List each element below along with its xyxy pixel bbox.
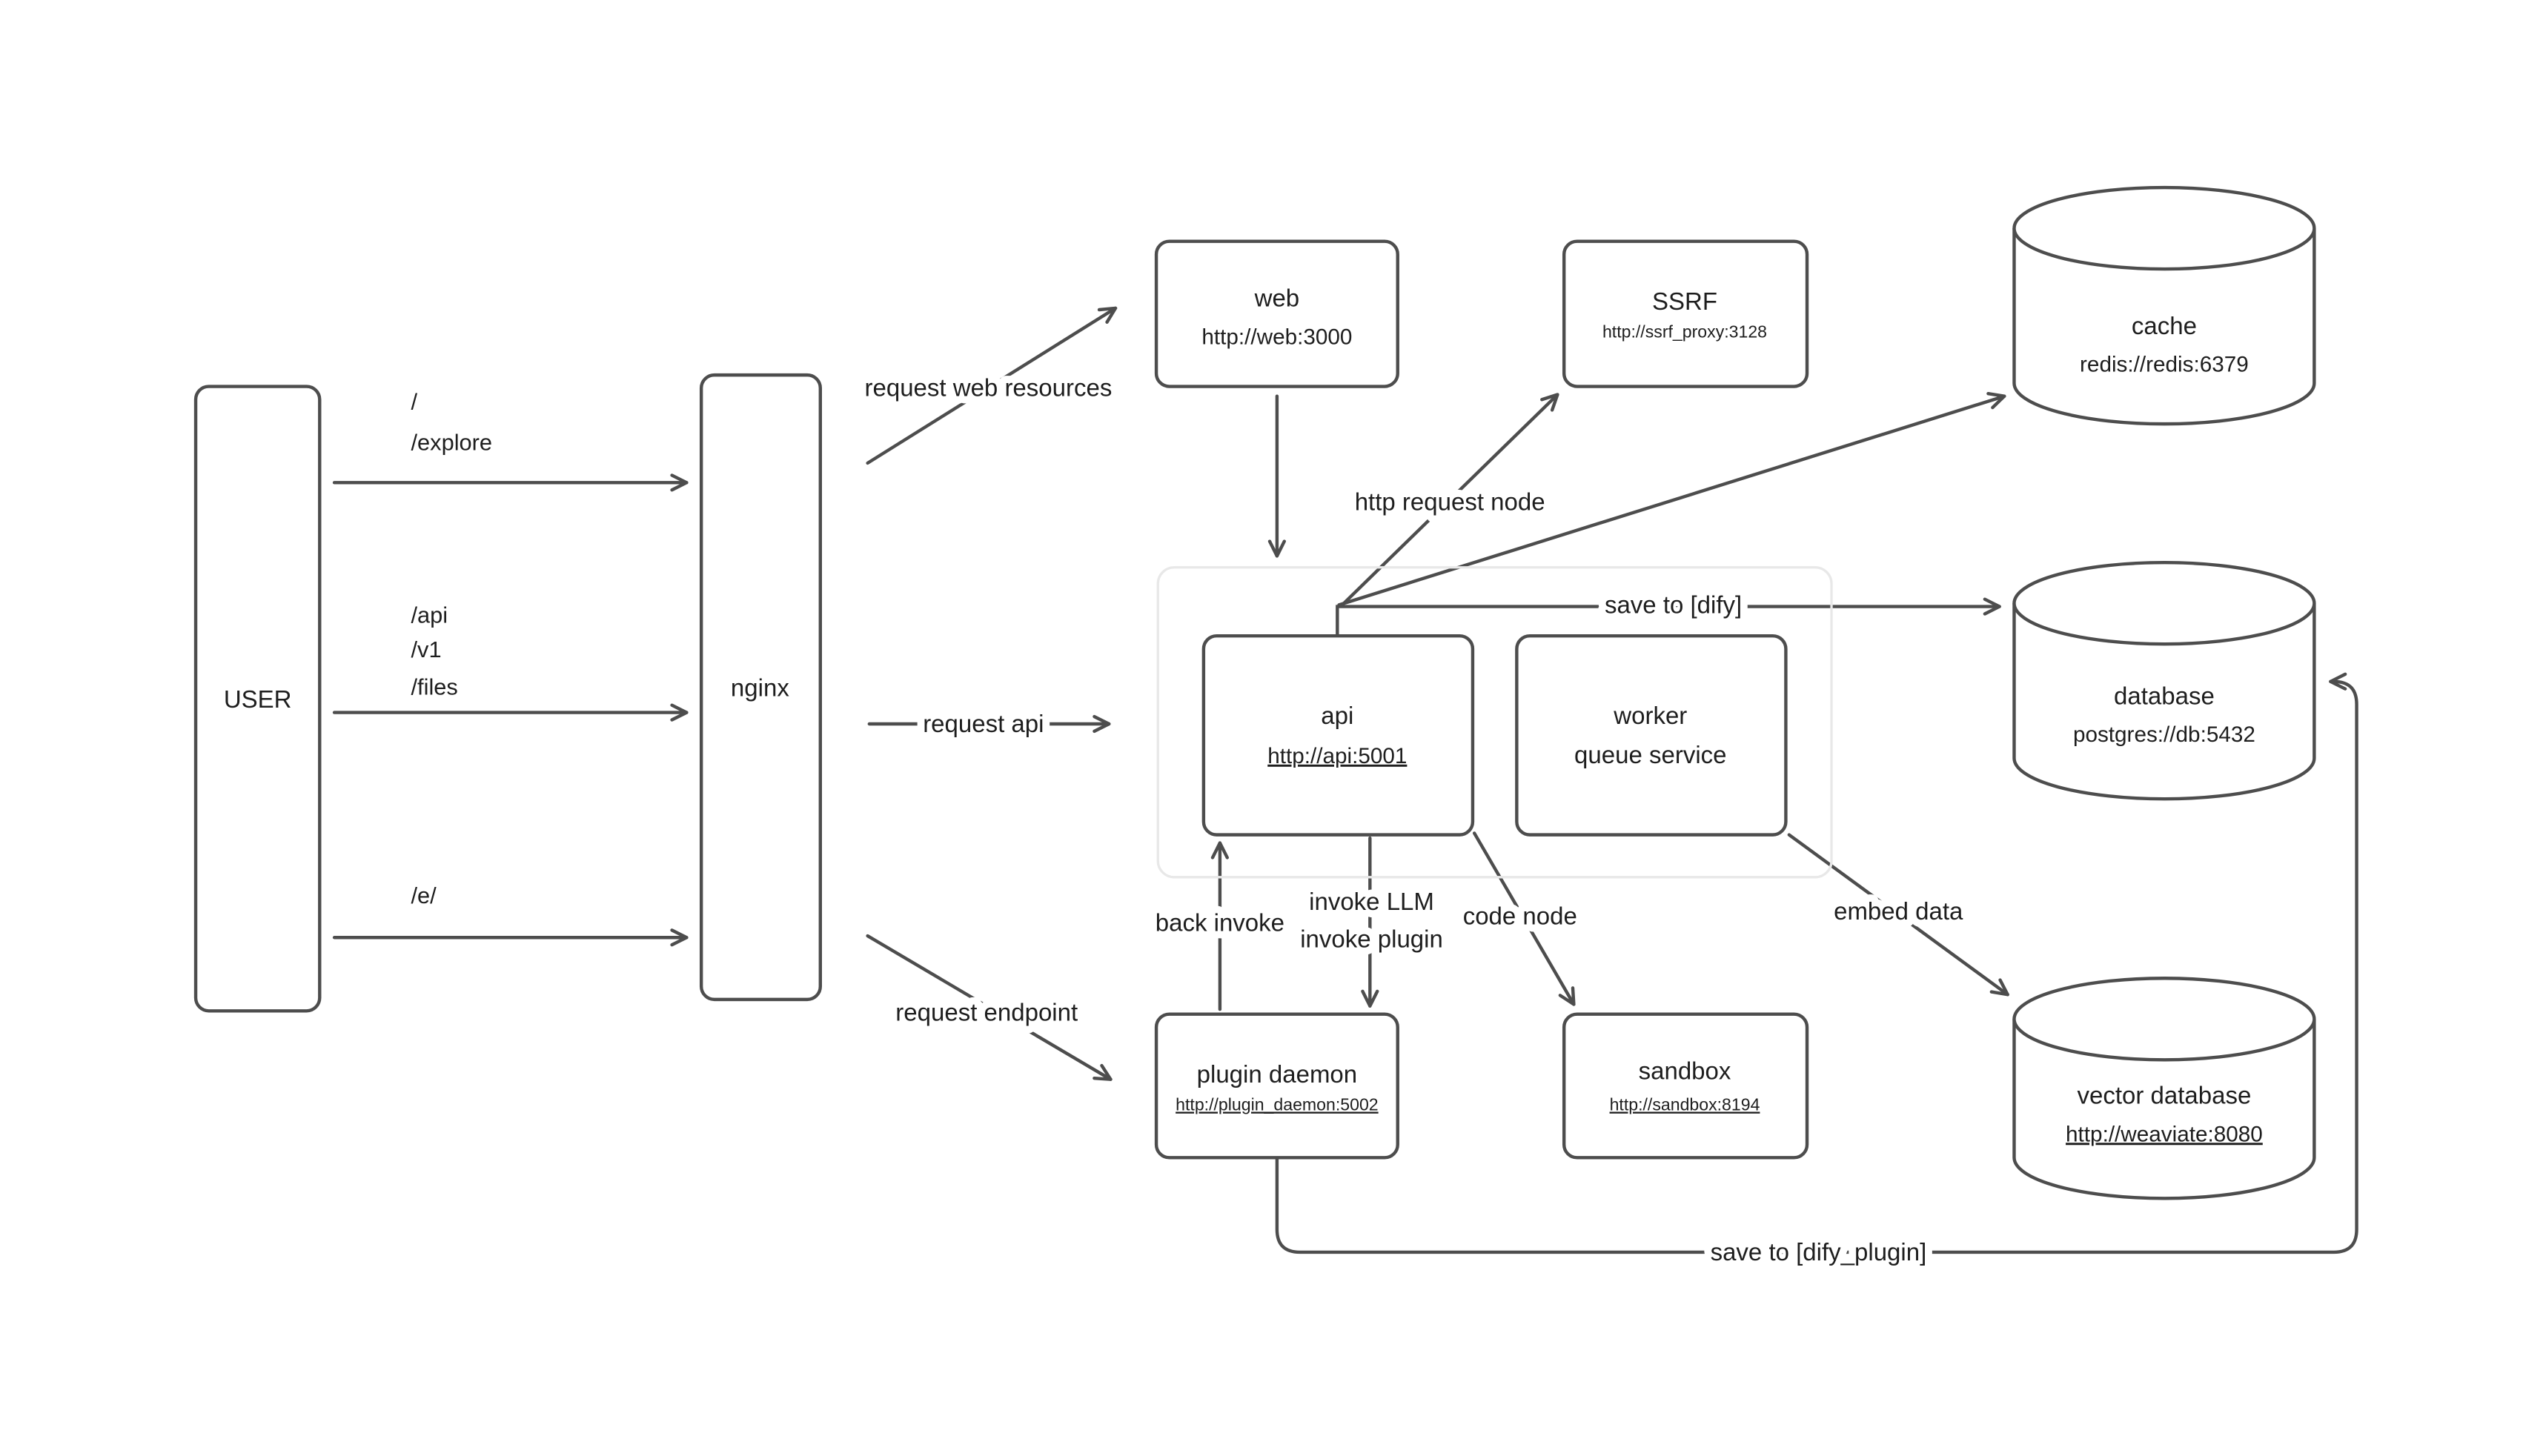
web-url: http://web:3000 (1201, 325, 1352, 349)
api-url: http://api:5001 (1267, 744, 1407, 768)
cache-cylinder (2012, 185, 2316, 426)
edges (332, 306, 2358, 1254)
nodes (193, 185, 2316, 1200)
ssrf-url: http://ssrf_proxy:3128 (1602, 322, 1767, 342)
web-label: web (1254, 285, 1300, 312)
route-label-v1: /v1 (411, 636, 441, 662)
node-labels: USER nginx web http://web:3000 SSRF http… (224, 285, 2263, 1147)
label-invoke-llm: invoke LLM (1309, 888, 1434, 915)
route-label-root: / (411, 388, 417, 414)
web-node (1154, 239, 1399, 388)
route-label-explore: /explore (411, 429, 492, 455)
edge-api-sandbox (1472, 831, 1576, 1006)
database-label: database (2114, 682, 2215, 710)
vector-database-label: vector database (2078, 1082, 2252, 1109)
ssrf-node (1562, 239, 1809, 388)
worker-label: worker (1613, 702, 1687, 729)
edge-api-cache (1337, 392, 2006, 607)
api-cluster (1156, 566, 1833, 879)
label-back-invoke: back invoke (1156, 908, 1284, 936)
route-label-files: /files (411, 674, 457, 699)
label-request-endpoint: request endpoint (895, 998, 1078, 1025)
cache-label: cache (2132, 312, 2197, 339)
database-url: postgres://db:5432 (2073, 722, 2255, 747)
label-http-request-node: http request node (1355, 488, 1545, 516)
nginx-label: nginx (731, 674, 789, 702)
route-label-e: /e/ (411, 882, 437, 908)
vector-database-cylinder (2012, 977, 2316, 1200)
database-cylinder-top (2012, 560, 2316, 646)
database-cylinder (2012, 560, 2316, 801)
label-save-to-dify: save to [dify] (1605, 591, 1742, 618)
sandbox-url: http://sandbox:8194 (1610, 1094, 1760, 1114)
database-cylinder-body (2012, 603, 2316, 801)
nginx-node (699, 373, 822, 1002)
label-embed-data: embed data (1834, 897, 1963, 925)
edge-plugin-daemon-database (1275, 672, 2358, 1254)
worker-sublabel: queue service (1574, 741, 1726, 768)
plugin-daemon-node (1154, 1012, 1399, 1160)
api-node (1201, 634, 1475, 837)
cache-url: redis://redis:6379 (2080, 353, 2249, 377)
cache-cylinder-top (2012, 185, 2316, 271)
sandbox-node (1562, 1012, 1809, 1160)
api-label: api (1321, 702, 1353, 729)
edge-nginx-plugin-daemon (866, 934, 1113, 1081)
vector-database-url: http://weaviate:8080 (2066, 1122, 2263, 1146)
edge-nginx-web (866, 306, 1118, 465)
cache-cylinder-body (2012, 228, 2316, 426)
label-request-web-resources: request web resources (865, 374, 1113, 402)
plugin-daemon-url: http://plugin_daemon:5002 (1176, 1094, 1379, 1114)
ssrf-label: SSRF (1652, 287, 1717, 315)
user-label: USER (224, 685, 292, 713)
plugin-daemon-label: plugin daemon (1197, 1060, 1358, 1088)
route-label-api: /api (411, 602, 448, 628)
user-node (193, 385, 322, 1013)
worker-node (1515, 634, 1788, 837)
label-save-to-dify-plugin: save to [dify_plugin] (1711, 1238, 1927, 1266)
edge-api-database (1336, 597, 2001, 638)
label-request-api: request api (923, 710, 1044, 737)
vector-database-cylinder-top (2012, 977, 2316, 1062)
sandbox-label: sandbox (1639, 1057, 1731, 1085)
edge-worker-vector-database (1787, 833, 2009, 997)
label-code-node: code node (1463, 902, 1577, 930)
vector-database-cylinder-body (2012, 1019, 2316, 1200)
label-invoke-plugin: invoke plugin (1300, 925, 1443, 952)
